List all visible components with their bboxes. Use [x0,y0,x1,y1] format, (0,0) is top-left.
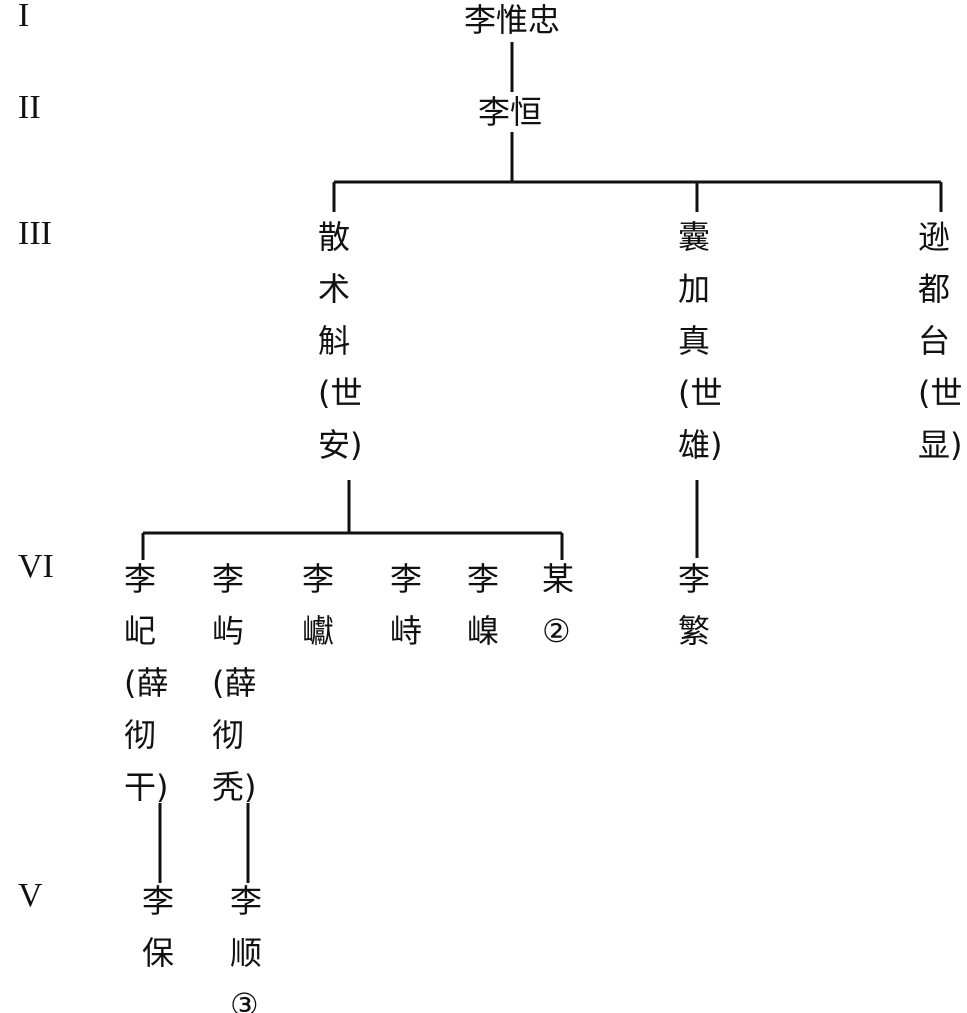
person-xun-du-tai: 逊 都 台 (世 显) [918,218,963,464]
generation-label-iii: III [18,215,52,252]
person-li-weizhong: 李惟忠 [464,1,561,39]
person-li-zhi: 李 峙 [390,560,423,650]
person-mou: 某 ② [542,560,575,650]
generation-label-i: I [18,0,30,34]
generation-label-ii: II [18,89,41,126]
person-li-qi: 李 屺 (薛 彻 干) [124,560,169,806]
person-li-die: 李 嵲 [467,560,500,650]
person-li-yan: 李 巘 [302,560,335,650]
generation-label-vi: VI [18,548,54,585]
person-li-yu: 李 屿 (薛 彻 秃) [212,560,257,806]
person-li-shun: 李 顺 ③ [230,882,263,1013]
person-li-heng: 李恒 [478,93,543,131]
person-li-fan: 李 繁 [678,560,711,650]
person-li-bao: 李 保 [142,882,175,972]
person-san-shu-jie: 散 术 斛 (世 安) [318,218,363,464]
person-nang-jia-zhen: 囊 加 真 (世 雄) [678,218,723,464]
generation-label-v: V [18,877,43,914]
